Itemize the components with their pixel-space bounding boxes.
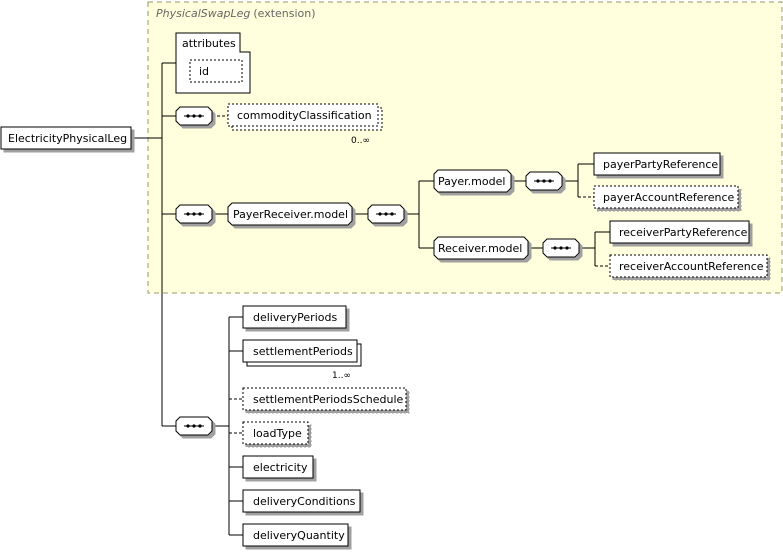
element-delivery-conditions[interactable]: deliveryConditions bbox=[242, 489, 361, 513]
commodity-cardinality: 0..∞ bbox=[351, 136, 370, 146]
sequence-compositor-group bbox=[367, 204, 405, 224]
element-delivery-quantity[interactable]: deliveryQuantity bbox=[242, 523, 349, 547]
group-payer-model[interactable]: Payer.model bbox=[433, 169, 512, 193]
element-receiver-account-reference[interactable]: receiverAccountReference bbox=[609, 254, 768, 278]
sequence-compositor-payer-receiver bbox=[175, 204, 213, 224]
delivery-periods-label: deliveryPeriods bbox=[253, 311, 337, 324]
attributes-box: attributes id bbox=[175, 32, 251, 94]
sequence-compositor-payer bbox=[525, 171, 563, 191]
extension-suffix-label: (extension) bbox=[253, 7, 315, 20]
delivery-quantity-label: deliveryQuantity bbox=[253, 529, 345, 542]
root-element[interactable]: ElectricityPhysicalLeg bbox=[0, 126, 132, 150]
receiver-party-reference-label: receiverPartyReference bbox=[619, 226, 748, 239]
payer-model-label: Payer.model bbox=[438, 175, 505, 188]
settlement-periods-label: settlementPeriods bbox=[253, 345, 353, 358]
group-payer-receiver-model[interactable]: PayerReceiver.model bbox=[227, 202, 353, 226]
sequence-compositor-main bbox=[175, 416, 213, 436]
commodity-classification-label: commodityClassification bbox=[237, 109, 372, 122]
element-commodity-classification[interactable]: commodityClassification 0..∞ bbox=[227, 103, 383, 146]
receiver-account-reference-label: receiverAccountReference bbox=[619, 260, 764, 273]
element-load-type[interactable]: loadType bbox=[242, 421, 309, 445]
element-delivery-periods[interactable]: deliveryPeriods bbox=[242, 305, 347, 329]
element-settlement-periods-schedule[interactable]: settlementPeriodsSchedule bbox=[242, 387, 407, 411]
root-element-label: ElectricityPhysicalLeg bbox=[8, 132, 127, 145]
sequence-compositor-commodity bbox=[175, 106, 213, 126]
attribute-id: id bbox=[199, 65, 209, 78]
payer-account-reference-label: payerAccountReference bbox=[603, 191, 735, 204]
connector-lines bbox=[131, 62, 610, 536]
payer-party-reference-label: payerPartyReference bbox=[603, 158, 718, 171]
group-receiver-model[interactable]: Receiver.model bbox=[433, 236, 529, 260]
element-receiver-party-reference[interactable]: receiverPartyReference bbox=[609, 220, 750, 244]
element-payer-account-reference[interactable]: payerAccountReference bbox=[593, 185, 739, 209]
svg-text:PhysicalSwapLeg(extension): PhysicalSwapLeg(extension) bbox=[156, 7, 316, 20]
settlement-periods-schedule-label: settlementPeriodsSchedule bbox=[253, 393, 404, 406]
receiver-model-label: Receiver.model bbox=[438, 242, 522, 255]
delivery-conditions-label: deliveryConditions bbox=[253, 495, 356, 508]
element-electricity[interactable]: electricity bbox=[242, 455, 314, 479]
electricity-label: electricity bbox=[253, 461, 308, 474]
extension-base-label: PhysicalSwapLeg bbox=[156, 7, 250, 20]
element-payer-party-reference[interactable]: payerPartyReference bbox=[593, 152, 721, 176]
payer-receiver-model-label: PayerReceiver.model bbox=[233, 208, 348, 221]
element-settlement-periods[interactable]: settlementPeriods 1..∞ bbox=[242, 339, 362, 381]
settlement-periods-cardinality: 1..∞ bbox=[332, 371, 351, 381]
load-type-label: loadType bbox=[253, 427, 302, 440]
sequence-compositor-receiver bbox=[542, 238, 580, 258]
attributes-title: attributes bbox=[182, 37, 236, 50]
